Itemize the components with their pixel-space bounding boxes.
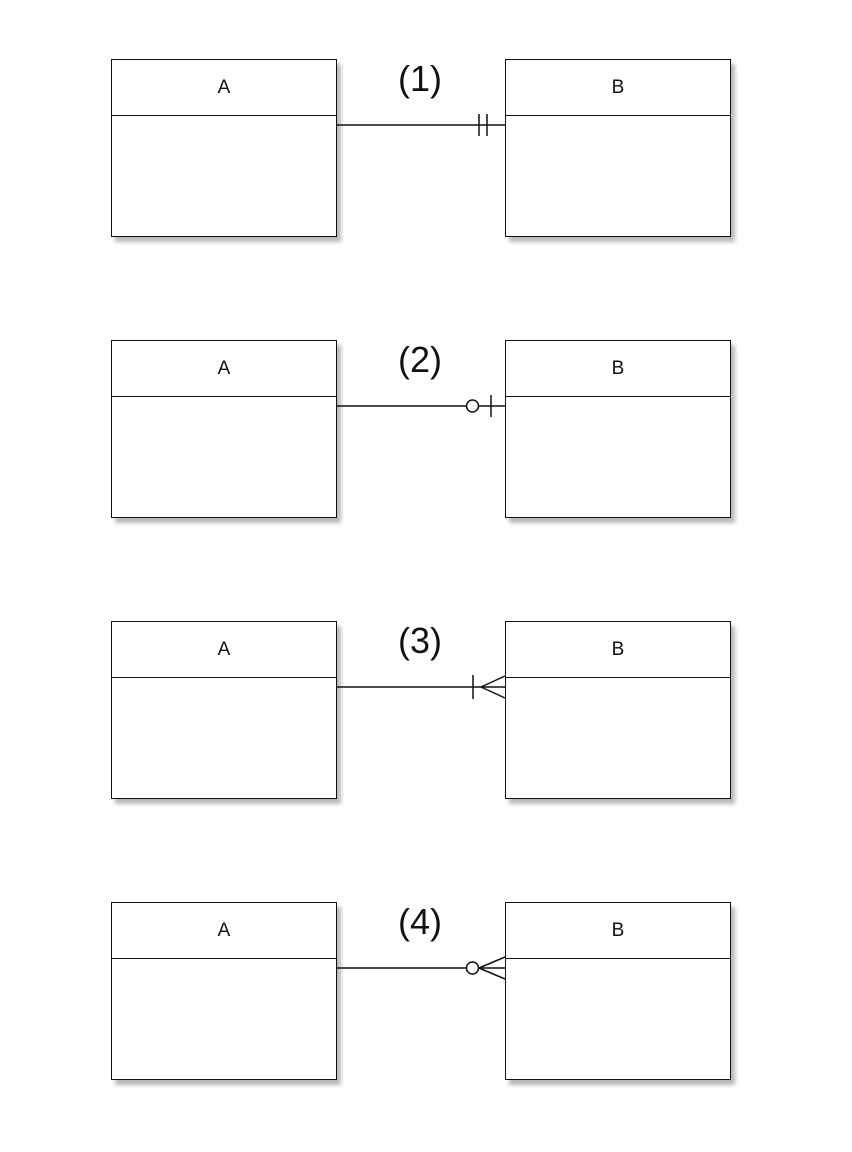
entity-title: A (112, 903, 336, 959)
relationship-label: (4) (398, 901, 442, 942)
entity-title: B (506, 60, 730, 116)
one-and-only-one-connector[interactable] (336, 105, 506, 145)
entity-a[interactable]: A (111, 59, 337, 237)
entity-title: B (506, 341, 730, 397)
entity-b[interactable]: B (505, 340, 731, 518)
entity-title: A (112, 341, 336, 397)
entity-body (112, 116, 336, 236)
relationship-2: A (2) B (0, 340, 852, 540)
entity-body (112, 397, 336, 517)
relationship-3: A (3) B (0, 621, 852, 821)
relationship-label: (3) (398, 620, 442, 661)
entity-b[interactable]: B (505, 902, 731, 1080)
entity-body (506, 678, 730, 798)
entity-a[interactable]: A (111, 340, 337, 518)
relationship-label: (2) (398, 339, 442, 380)
entity-body (112, 678, 336, 798)
entity-title: B (506, 903, 730, 959)
entity-body (506, 959, 730, 1079)
relationship-1: A (1) B (0, 59, 852, 259)
entity-title: A (112, 622, 336, 678)
entity-body (506, 116, 730, 236)
entity-body (506, 397, 730, 517)
entity-b[interactable]: B (505, 621, 731, 799)
relationship-label: (1) (398, 58, 442, 99)
one-or-many-connector[interactable] (336, 667, 506, 707)
entity-title: B (506, 622, 730, 678)
relationship-4: A (4) B (0, 902, 852, 1102)
zero-or-many-connector[interactable] (336, 948, 506, 988)
entity-b[interactable]: B (505, 59, 731, 237)
zero-or-one-connector[interactable] (336, 386, 506, 426)
entity-title: A (112, 60, 336, 116)
entity-body (112, 959, 336, 1079)
entity-a[interactable]: A (111, 902, 337, 1080)
entity-a[interactable]: A (111, 621, 337, 799)
